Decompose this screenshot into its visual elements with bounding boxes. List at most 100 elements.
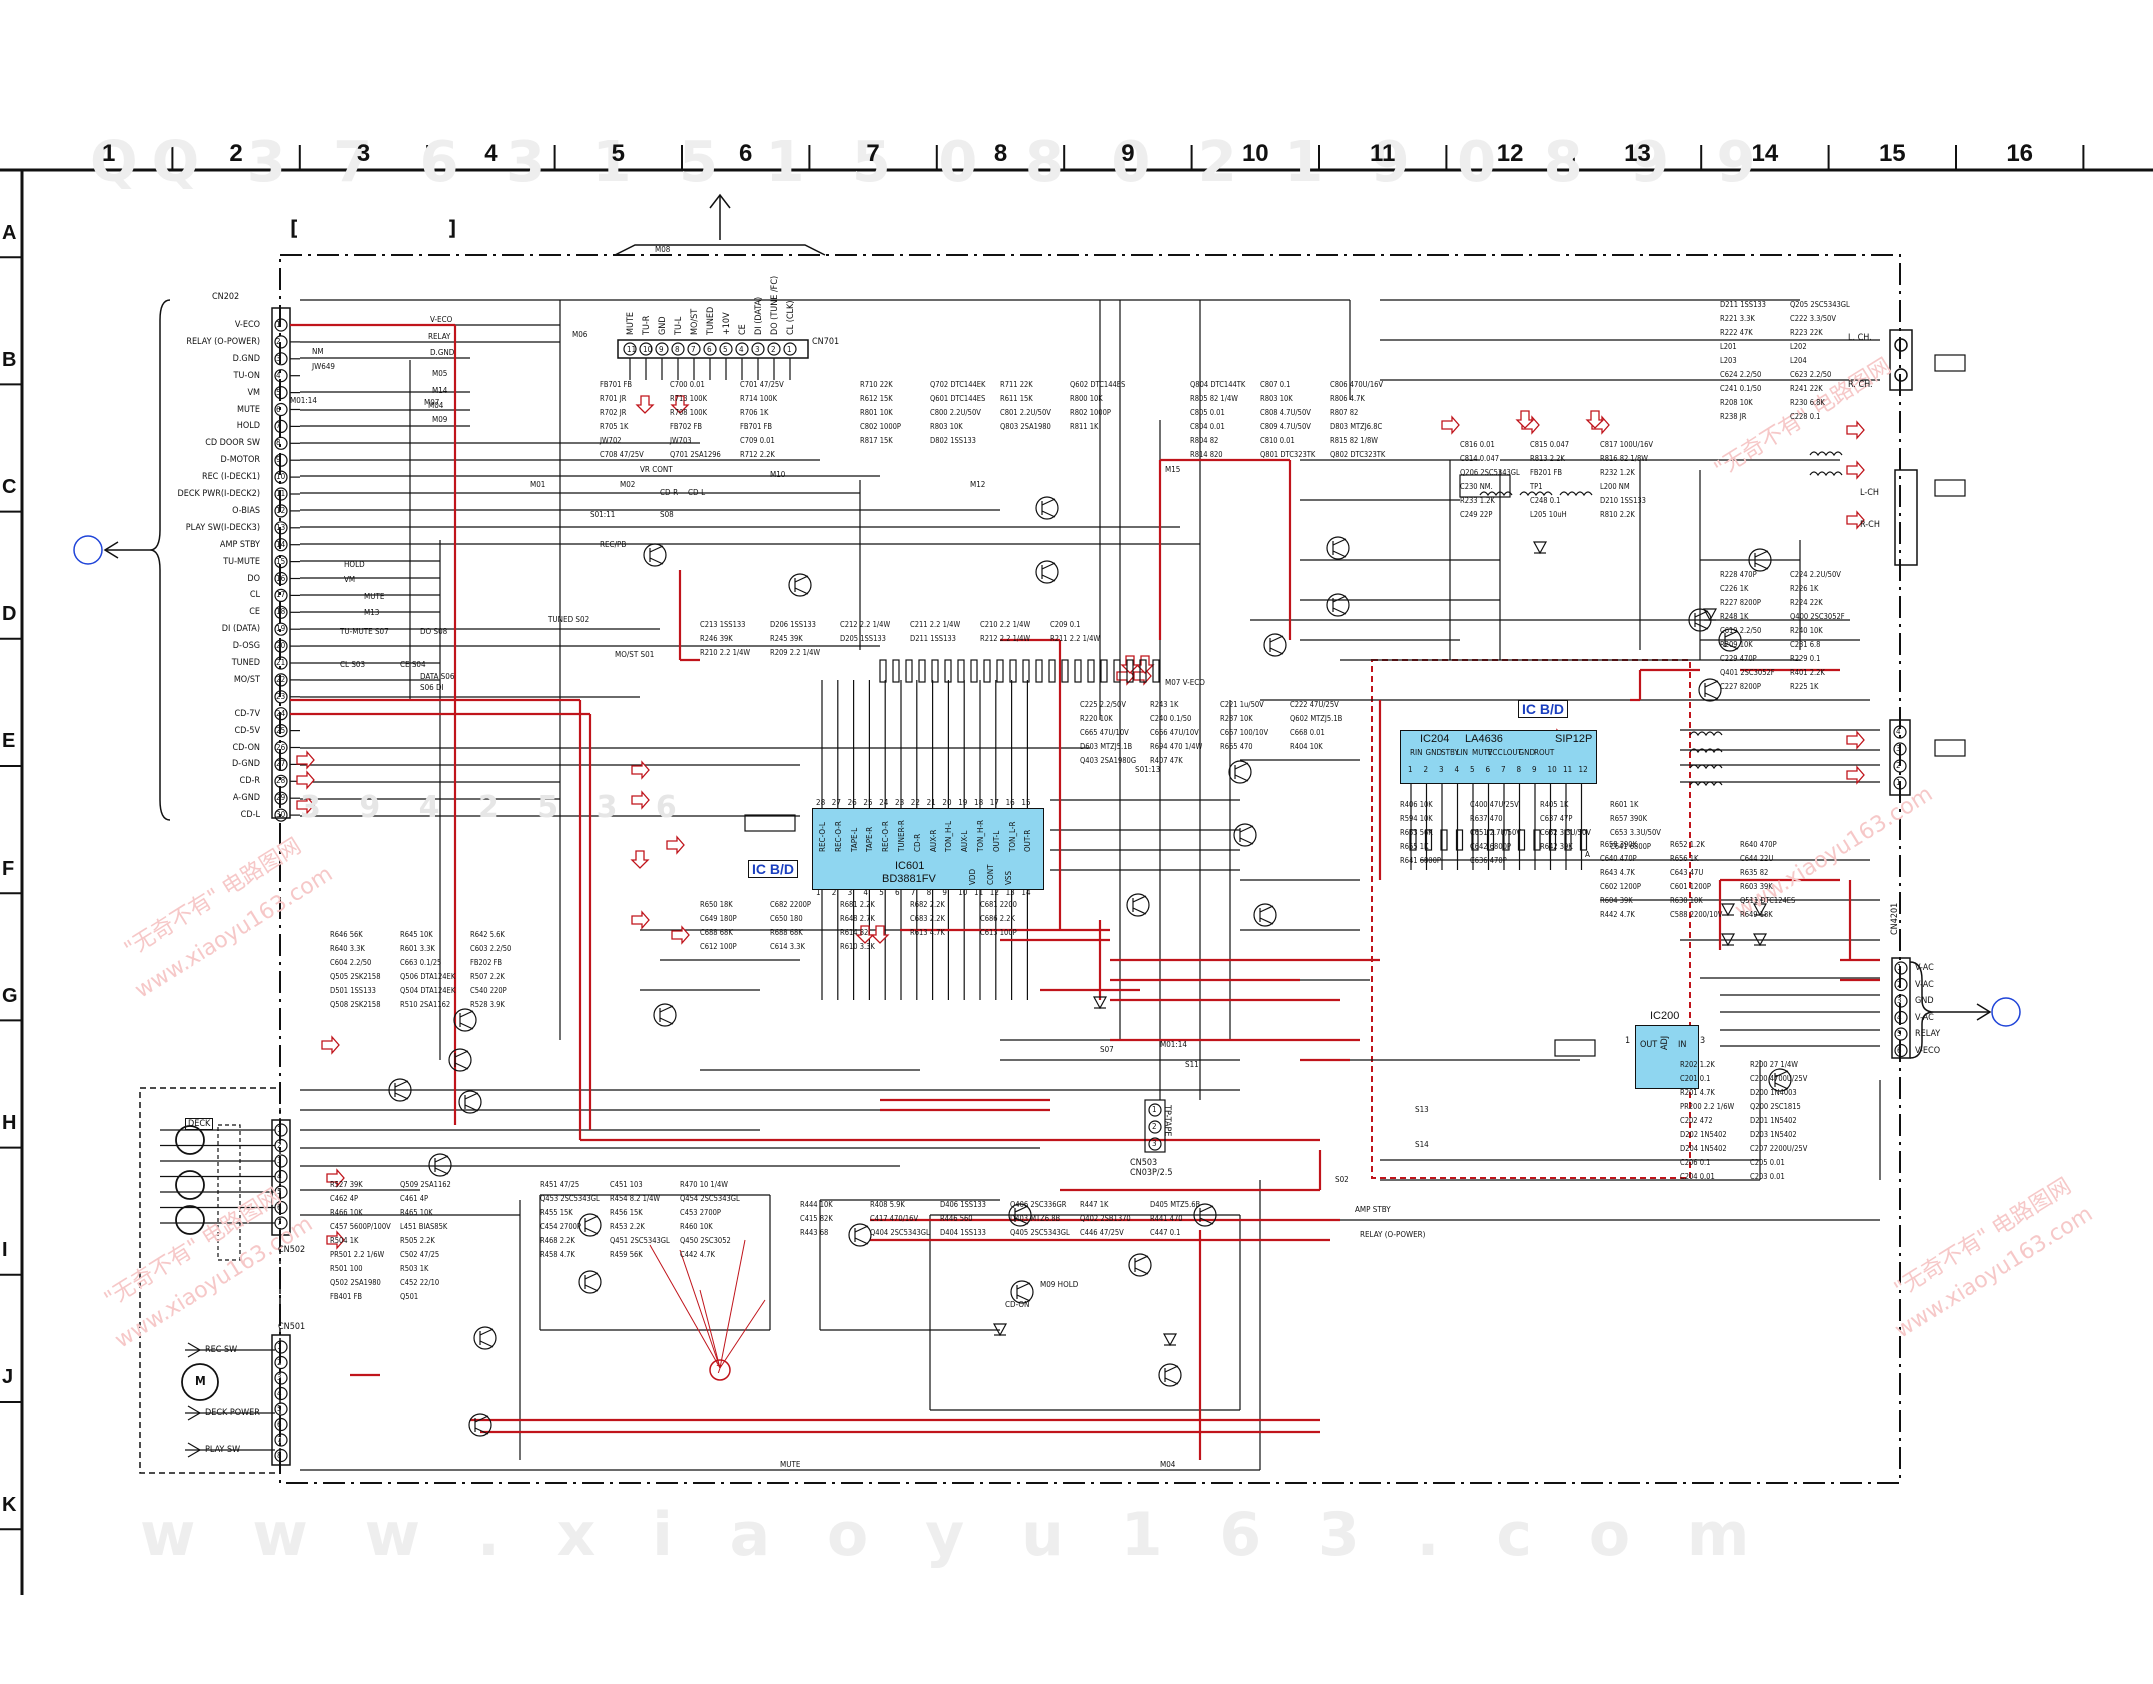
component-label: Q602 DTC144ES bbox=[1070, 380, 1126, 389]
component-label: R444 10K bbox=[800, 1200, 833, 1209]
component-label: Q450 2SC3052 bbox=[680, 1236, 731, 1245]
ic601-pin-number: 23 bbox=[895, 798, 905, 807]
ic204-pin-label: ROUT bbox=[1534, 748, 1555, 757]
component-label: R635 82 bbox=[1740, 868, 1769, 877]
right-pin-number: 2 bbox=[1896, 761, 1901, 770]
component-label: C454 2700P bbox=[540, 1222, 581, 1231]
component-label: C601 1200P bbox=[1670, 882, 1711, 891]
component-label: C624 2.2/50 bbox=[1720, 370, 1762, 379]
deck-label: DECK bbox=[185, 1118, 214, 1130]
component-label: FB701 FB bbox=[740, 422, 773, 431]
cn202-pin-label: CD-ON bbox=[232, 742, 261, 753]
component-label: R640 3.3K bbox=[330, 944, 365, 953]
ic601-bd-tag: IC B/D bbox=[748, 860, 798, 878]
component-label: Q206 2SC5343GL bbox=[1460, 468, 1520, 477]
component-label: R507 2.2K bbox=[470, 972, 505, 981]
component-label: D802 1SS133 bbox=[930, 436, 976, 445]
cn202-pin-label: CD-L bbox=[240, 810, 260, 821]
net-label: CE S04 bbox=[400, 660, 426, 669]
grid-columns.6: 7 bbox=[866, 140, 880, 167]
cn502-pin-number: 4 bbox=[277, 1171, 282, 1181]
component-label: Q601 DTC144ES bbox=[930, 394, 986, 403]
component-label: FB702 FB bbox=[670, 422, 703, 431]
cn503-pin-number: 2 bbox=[1152, 1122, 1157, 1131]
component-label: C816 0.01 bbox=[1460, 440, 1495, 449]
cn501-pin-number: 7 bbox=[277, 1435, 282, 1444]
component-label: C452 22/10 bbox=[400, 1278, 440, 1287]
grid-row-I: I bbox=[2, 1239, 8, 1262]
component-label: Q511 DTC124ES bbox=[1740, 896, 1796, 905]
component-label: Q205 2SC5343GL bbox=[1790, 300, 1850, 309]
headout-r-label: R-CH bbox=[1860, 520, 1880, 530]
component-label: D603 MTZJ5.1B bbox=[1080, 742, 1133, 751]
cn202-pin-label: DECK PWR(I-DECK2) bbox=[177, 489, 261, 499]
grid-columns.7: 8 bbox=[993, 140, 1008, 167]
component-label: R805 82 1/4W bbox=[1190, 394, 1238, 403]
component-label: R613 4.7K bbox=[910, 928, 945, 937]
component-label: C229 470P bbox=[1720, 654, 1757, 663]
component-label: R451 47/25 bbox=[540, 1180, 580, 1189]
cn202-pin-label: CE bbox=[249, 607, 260, 618]
component-label: R816 82 1/8W bbox=[1600, 454, 1648, 463]
net-label: M10 bbox=[770, 470, 786, 479]
cn701-pin-number: 1 bbox=[787, 345, 792, 354]
component-label: C815 0.047 bbox=[1530, 440, 1570, 449]
component-label: Q505 2SK2158 bbox=[330, 972, 381, 981]
ic601-pin-number: 18 bbox=[974, 798, 984, 807]
cn202-pin-label: D-OSG bbox=[232, 641, 260, 652]
component-label: R815 82 1/8W bbox=[1330, 436, 1378, 445]
component-label: D406 1SS133 bbox=[940, 1200, 986, 1209]
component-label: FB202 FB bbox=[470, 958, 503, 967]
ic601-pin-number: 16 bbox=[1005, 798, 1015, 807]
grid-columns.5: 6 bbox=[739, 140, 753, 167]
component-label: C225 2.2/50V bbox=[1080, 700, 1126, 709]
cn4201-pin-label: GND bbox=[1915, 996, 1934, 1006]
component-label: R811 1K bbox=[1070, 422, 1099, 431]
ic200-pin3: 3 bbox=[1700, 1036, 1706, 1046]
component-label: C453 2700P bbox=[680, 1208, 721, 1217]
component-label: R407 47K bbox=[1150, 756, 1183, 765]
cn4201-pin-label: V-ECO bbox=[1915, 1045, 1941, 1056]
ic204-pin-number: 11 bbox=[1563, 765, 1573, 774]
grid-columns.14: 15 bbox=[1878, 140, 1906, 167]
ic204-pin-label: STBY bbox=[1441, 748, 1459, 757]
ic601-pin-number: 17 bbox=[989, 798, 999, 807]
component-label: R224 22K bbox=[1790, 598, 1823, 607]
component-label: R655 1K bbox=[1400, 842, 1429, 851]
grid-row-D: D bbox=[2, 603, 17, 626]
component-label: R505 2.2K bbox=[400, 1236, 435, 1245]
component-label: C213 1SS133 bbox=[700, 620, 746, 629]
grid-columns.4: 5 bbox=[611, 140, 625, 167]
cn202-pin-number: 25 bbox=[276, 725, 286, 735]
grid-columns.8: 9 bbox=[1121, 140, 1135, 167]
ic204-pin-label: LOUT bbox=[1503, 748, 1523, 757]
cn202-pin-number: 17 bbox=[276, 590, 286, 600]
cn503-pin-number: 1 bbox=[1152, 1105, 1157, 1114]
component-label: R212 2.2 1/4W bbox=[980, 634, 1031, 643]
component-label: C668 0.01 bbox=[1290, 728, 1325, 737]
ic204-pin-number: 4 bbox=[1454, 765, 1460, 774]
component-label: R710 22K bbox=[860, 380, 893, 389]
component-label: R510 2SA1162 bbox=[400, 1000, 451, 1009]
right-pin-number: 3 bbox=[1896, 744, 1901, 753]
ic204-ref: IC204 bbox=[1420, 733, 1450, 745]
component-label: C636 470P bbox=[1470, 856, 1507, 865]
component-label: C653 3.3U/50V bbox=[1610, 828, 1661, 837]
ic204-pin-number: 9 bbox=[1532, 765, 1537, 774]
grid-row-E: E bbox=[2, 730, 16, 753]
component-label: D200 1N4003 bbox=[1750, 1088, 1797, 1097]
cn202-label: CN202 bbox=[212, 292, 240, 302]
cn503-pin-number: 3 bbox=[1152, 1139, 1157, 1148]
component-label: C451 103 bbox=[610, 1180, 643, 1189]
ic601-pin-number: 2 bbox=[831, 888, 837, 897]
component-label: Q502 2SA1980 bbox=[330, 1278, 381, 1287]
ic601-pin-label: TUNER-R bbox=[897, 820, 906, 852]
component-label: R238 JR bbox=[1720, 412, 1747, 421]
cn502-pin-number: 2 bbox=[277, 1140, 282, 1150]
component-label: C240 0.1/50 bbox=[1150, 714, 1192, 723]
component-label: R611 15K bbox=[1000, 394, 1033, 403]
cn701-pin-number: 3 bbox=[755, 345, 760, 354]
cn202-pin-label: O-BIAS bbox=[232, 505, 260, 516]
cn4201-pin-number: 5 bbox=[1897, 1029, 1902, 1038]
component-label: R711 22K bbox=[1000, 380, 1033, 389]
